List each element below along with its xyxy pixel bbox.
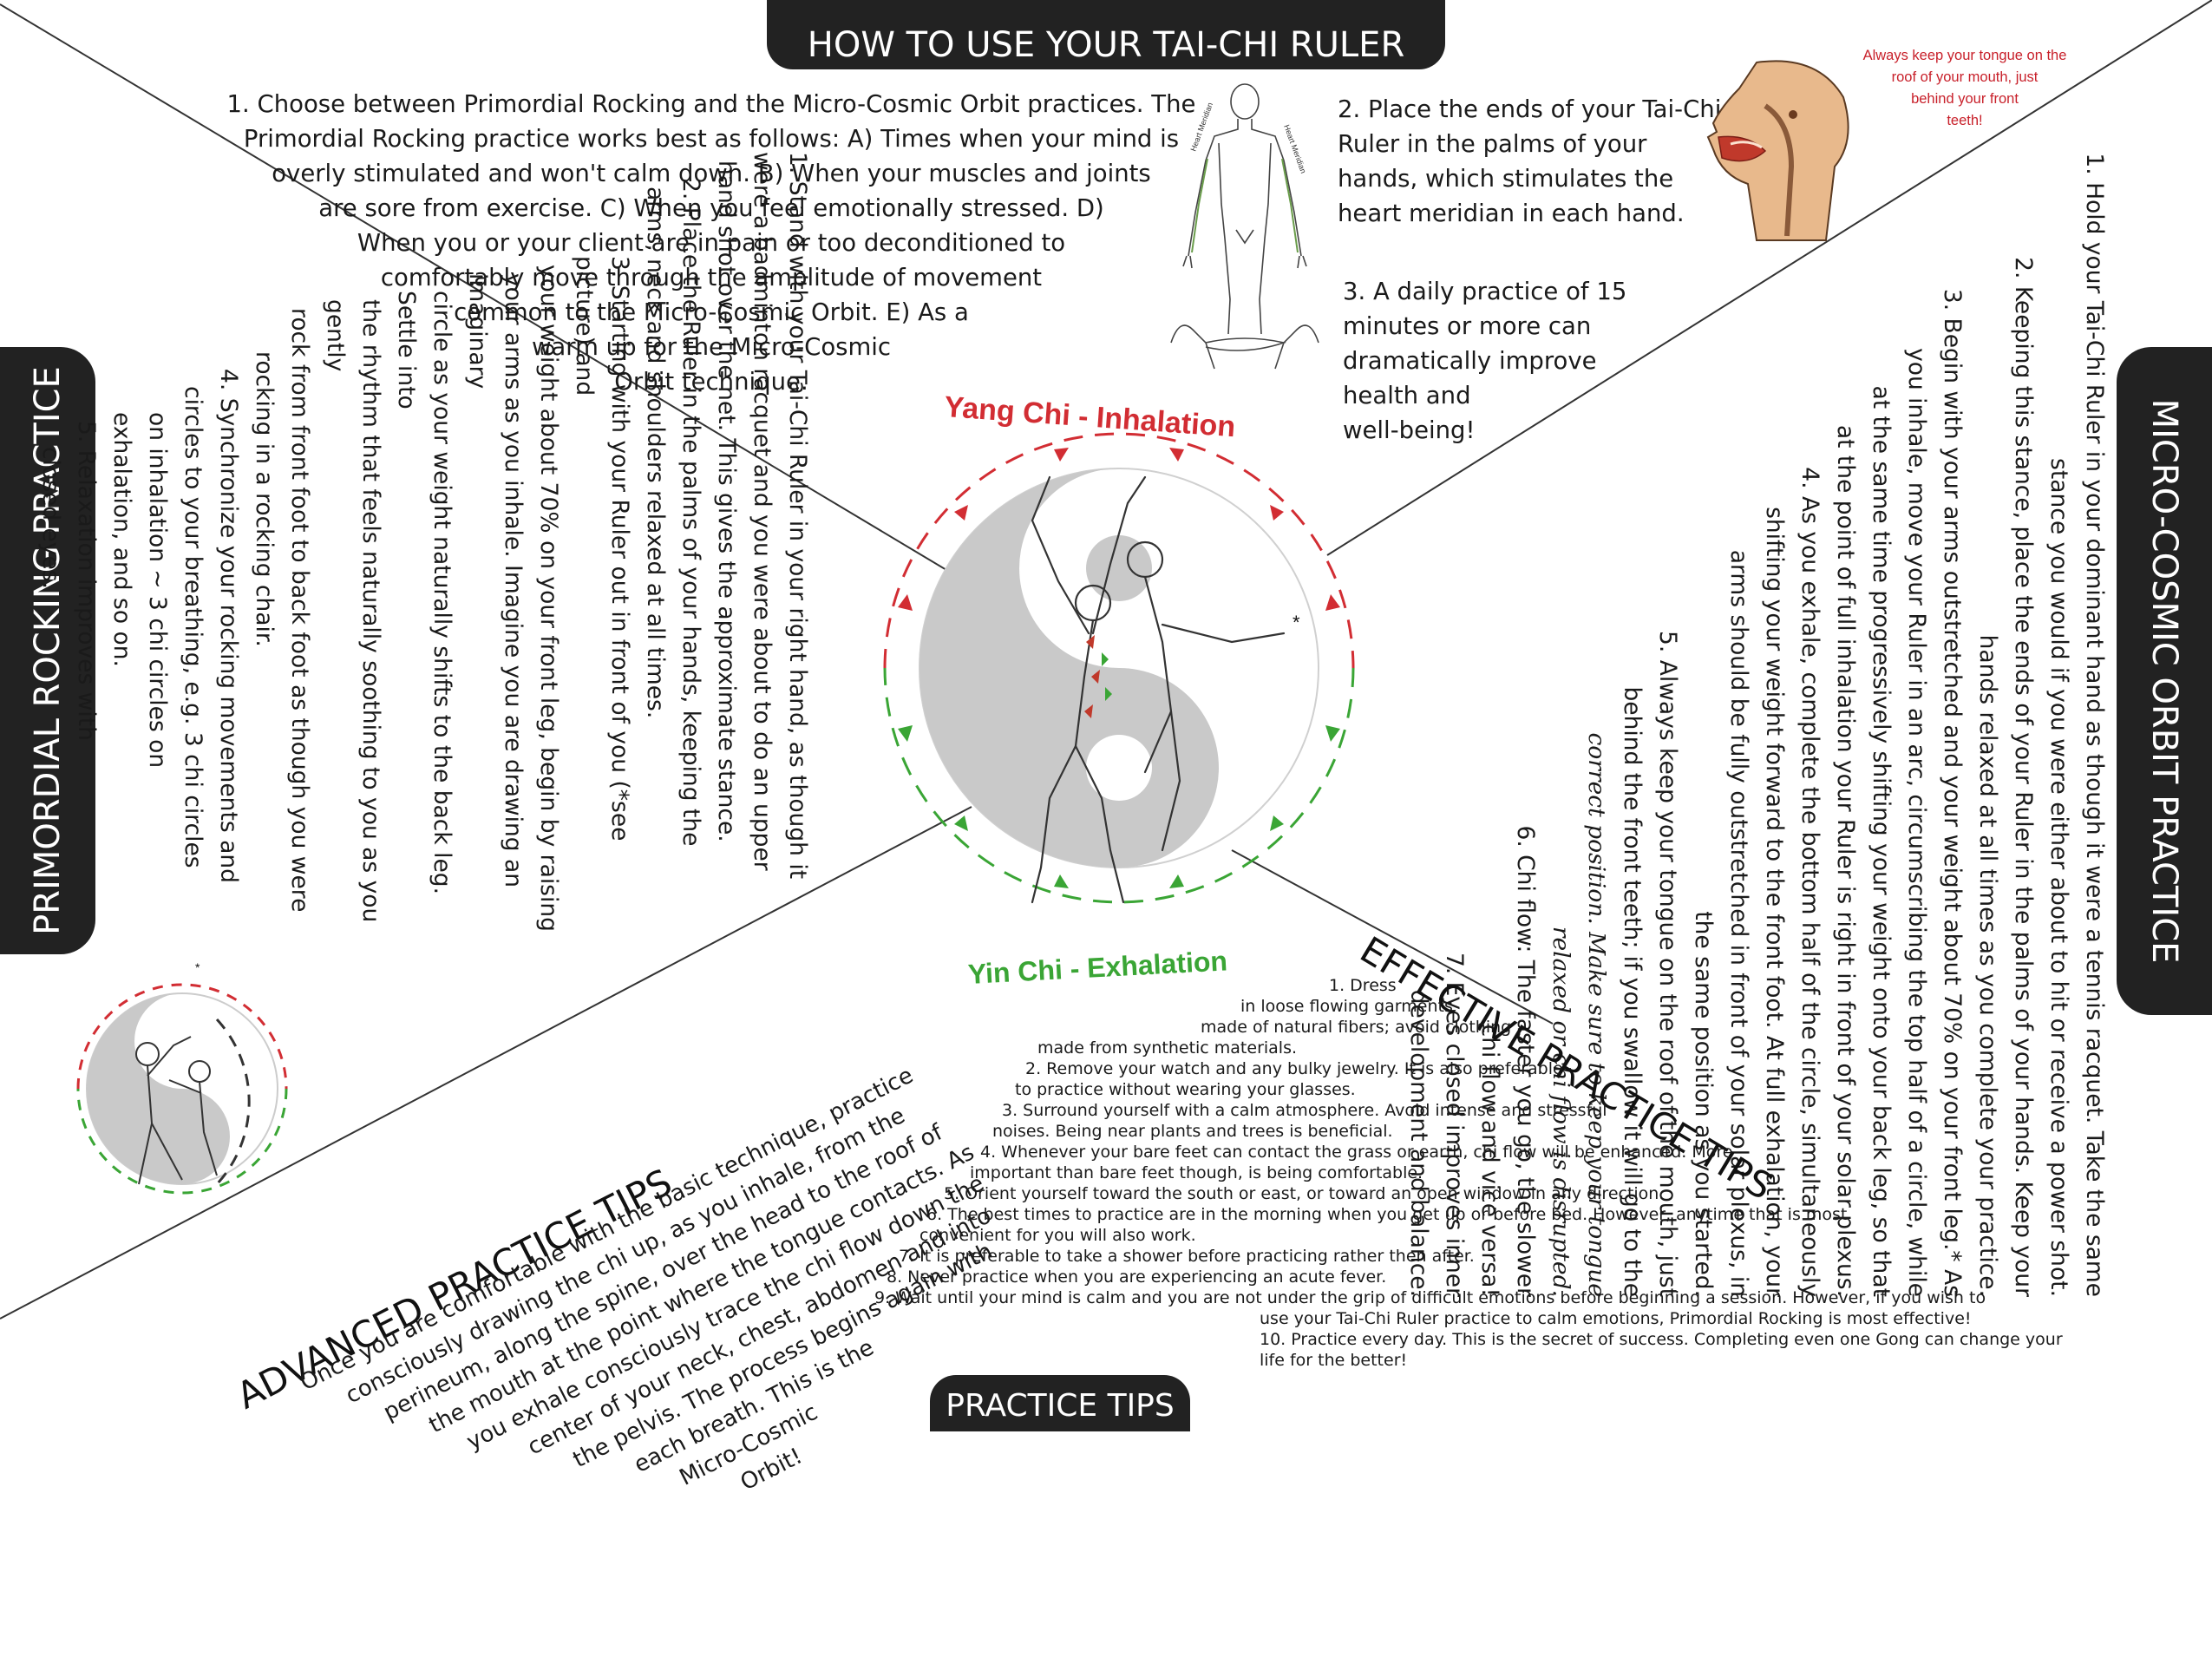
diagonal-dividers [0, 0, 2212, 1320]
rocking-motion-illustration: * [76, 960, 288, 1195]
bottom-title-banner: PRACTICE TIPS [930, 1375, 1190, 1431]
effective-line: life for the better! [1260, 1351, 1408, 1370]
effective-tips-list: 1. Dress in loose flowing garments made … [0, 975, 2212, 1371]
effective-line: 5. Orient yourself toward the south or e… [944, 1184, 1665, 1203]
left-title-banner: PRIMORDIAL ROCKING PRACTICE [0, 347, 95, 954]
tongue-note-line: teeth! [1947, 113, 1983, 128]
effective-line: to practice without wearing your glasses… [1015, 1080, 1356, 1099]
step2-line: heart meridian in each hand. [1338, 200, 1685, 227]
effective-line: 1. Dress [1329, 976, 1397, 995]
step3-line: health and [1343, 382, 1471, 409]
effective-line: 4. Whenever your bare feet can contact t… [980, 1143, 1733, 1162]
rocking-line: the rhythm that feels naturally soothing… [322, 299, 384, 923]
rocking-asterisk: * [195, 960, 200, 974]
how-to-step-3: 3. A daily practice of 15 minutes or mor… [1343, 274, 1626, 448]
effective-line: 9. Wait until your mind is calm and you … [874, 1288, 1986, 1307]
step1-line: comfortably move through the amplitude o… [380, 264, 1043, 291]
how-to-step-2: 2. Place the ends of your Tai-Chi Ruler … [1338, 92, 1721, 231]
effective-line: noises. Being near plants and trees is b… [992, 1122, 1393, 1141]
step1-line: overly stimulated and won't calm down. B… [272, 160, 1151, 187]
rocking-line: arms, neck and shoulders relaxed at all … [642, 187, 669, 719]
effective-line: convenient for you will also work. [919, 1226, 1196, 1245]
rocking-line: 4. Synchronize your rocking movements an… [215, 369, 242, 883]
step1-line: common to the Micro-Cosmic Orbit. E) As … [454, 298, 969, 326]
meridian-label-right: Heart Meridian [1282, 123, 1308, 174]
effective-line: use your Tai-Chi Ruler practice to calm … [1260, 1309, 1972, 1328]
rocking-line: circle as your weight naturally shifts t… [393, 291, 455, 895]
rocking-line: 1. Stand with your Tai-Chi Ruler in your… [784, 152, 811, 880]
rocking-line: rock from front foot to back foot as tho… [286, 308, 313, 913]
tongue-note-line: behind your front [1911, 91, 2019, 107]
yin-yang-orbit-diagram: * [883, 432, 1355, 904]
rocking-line: exhalation, and so on. [108, 412, 135, 667]
effective-line: in loose flowing garments [1240, 997, 1453, 1016]
heart-meridian-figure: Heart Meridian Heart Meridian [1170, 83, 1319, 370]
right-banner-label: MICRO-COSMIC ORBIT PRACTICE [2144, 398, 2184, 964]
rocking-line: 2. Place the Ruler in the palms of your … [677, 178, 704, 847]
effective-line: made of natural fibers; avoid clothing [1201, 1018, 1512, 1037]
step3-line: 3. A daily practice of 15 [1343, 278, 1627, 305]
step2-line: 2. Place the ends of your Tai-Chi [1338, 95, 1722, 123]
effective-line: 3. Surround yourself with a calm atmosph… [1002, 1101, 1607, 1120]
step1-line: 1. Choose between Primordial Rocking and… [226, 90, 1196, 118]
step1-line: warm up for the Micro-Cosmic [531, 333, 892, 361]
step3-line: dramatically improve [1343, 347, 1597, 375]
top-title-banner: HOW TO USE YOUR TAI-CHI RULER [767, 0, 1445, 69]
rocking-line: closed eyes. [37, 447, 64, 590]
effective-line: 10. Practice every day. This is the secr… [1260, 1330, 2063, 1349]
rocking-line: 5. Relaxation improves with [73, 421, 100, 741]
step1-line: Primordial Rocking practice works best a… [243, 125, 1180, 153]
rocking-line: your arms as you inhale. Imagine you are… [464, 273, 527, 888]
primordial-rocking-instructions: 1. Stand with your Tai-Chi Ruler in your… [33, 152, 815, 933]
asterisk-marker: * [1293, 612, 1300, 633]
meridian-label-left: Heart Meridian [1188, 102, 1214, 153]
tongue-note: Always keep your tongue on the roof of y… [1843, 45, 2086, 132]
step2-line: Ruler in the palms of your [1338, 130, 1647, 158]
step1-line: When you or your client are in pain or t… [357, 229, 1066, 257]
effective-line: 6. The best times to practice are in the… [926, 1205, 1848, 1224]
rocking-line: on inhalation ~ 3 chi circles on [144, 412, 171, 769]
right-title-banner: MICRO-COSMIC ORBIT PRACTICE [2117, 347, 2212, 1015]
step2-line: hands, which stimulates the [1338, 165, 1674, 193]
effective-line: made from synthetic materials. [1037, 1038, 1298, 1058]
step1-line: are sore from exercise. C) When you feel… [318, 194, 1104, 222]
rocking-line: were a badminton racquet and you were ab… [749, 152, 776, 871]
effective-line: important than bare feet though, is bein… [970, 1163, 1423, 1182]
rocking-line: your weight about 70% on your front leg,… [535, 265, 562, 932]
step3-line: well-being! [1343, 416, 1476, 444]
rocking-line: 3. Starting with your Ruler out in front… [571, 256, 633, 842]
rocking-line: circles to your breathing, e.g. 3 chi ci… [180, 386, 206, 868]
how-to-step-1: 1. Choose between Primordial Rocking and… [208, 87, 1214, 399]
rocking-line: rocking in a rocking chair. [251, 351, 278, 647]
rocking-line: hand shot over the net. This gives the a… [713, 160, 740, 842]
tongue-note-line: roof of your mouth, just [1891, 69, 2039, 85]
tongue-note-line: Always keep your tongue on the [1862, 48, 2067, 63]
step1-line: Orbit technique. [614, 368, 808, 396]
effective-line: 8. Never practice when you are experienc… [887, 1267, 1387, 1287]
tongue-position-illustration [1706, 60, 1849, 241]
effective-line: 2. Remove your watch and any bulky jewel… [1025, 1059, 1563, 1078]
step3-line: minutes or more can [1343, 312, 1592, 340]
effective-line: 7. It is preferable to take a shower bef… [899, 1247, 1475, 1266]
